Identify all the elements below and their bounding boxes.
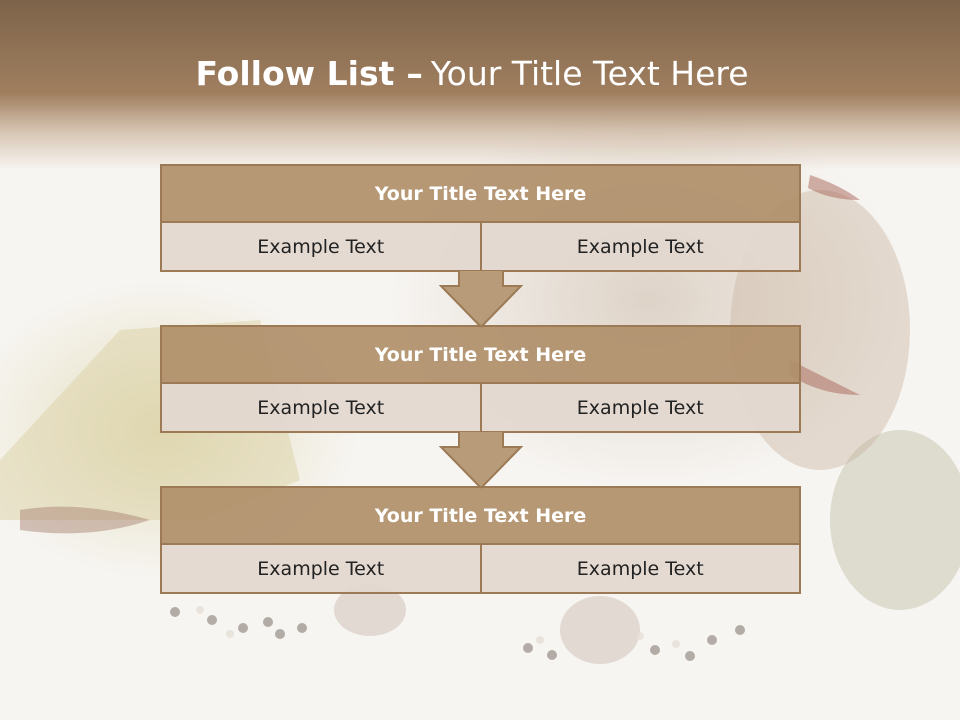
slide-title-rest: Your Title Text Here: [430, 54, 749, 93]
step-row: Example Text Example Text: [162, 223, 799, 270]
step-row: Example Text Example Text: [162, 545, 799, 592]
step-block-3: Your Title Text Here Example Text Exampl…: [160, 486, 801, 594]
step-cell-left: Example Text: [162, 545, 480, 592]
step-title: Your Title Text Here: [162, 488, 799, 545]
header-band: [0, 0, 960, 170]
slide-title: Follow List–Your Title Text Here: [0, 52, 944, 96]
down-arrow-icon: [439, 431, 523, 489]
step-row: Example Text Example Text: [162, 384, 799, 431]
step-cell-right: Example Text: [479, 384, 799, 431]
step-cell-right: Example Text: [479, 545, 799, 592]
down-arrow-icon: [439, 270, 523, 328]
step-title: Your Title Text Here: [162, 166, 799, 223]
step-cell-right: Example Text: [479, 223, 799, 270]
step-cell-left: Example Text: [162, 223, 480, 270]
slide-title-separator: –: [406, 54, 423, 93]
step-title: Your Title Text Here: [162, 327, 799, 384]
slide-title-bold: Follow List: [195, 54, 395, 93]
step-block-1: Your Title Text Here Example Text Exampl…: [160, 164, 801, 272]
step-block-2: Your Title Text Here Example Text Exampl…: [160, 325, 801, 433]
step-cell-left: Example Text: [162, 384, 480, 431]
